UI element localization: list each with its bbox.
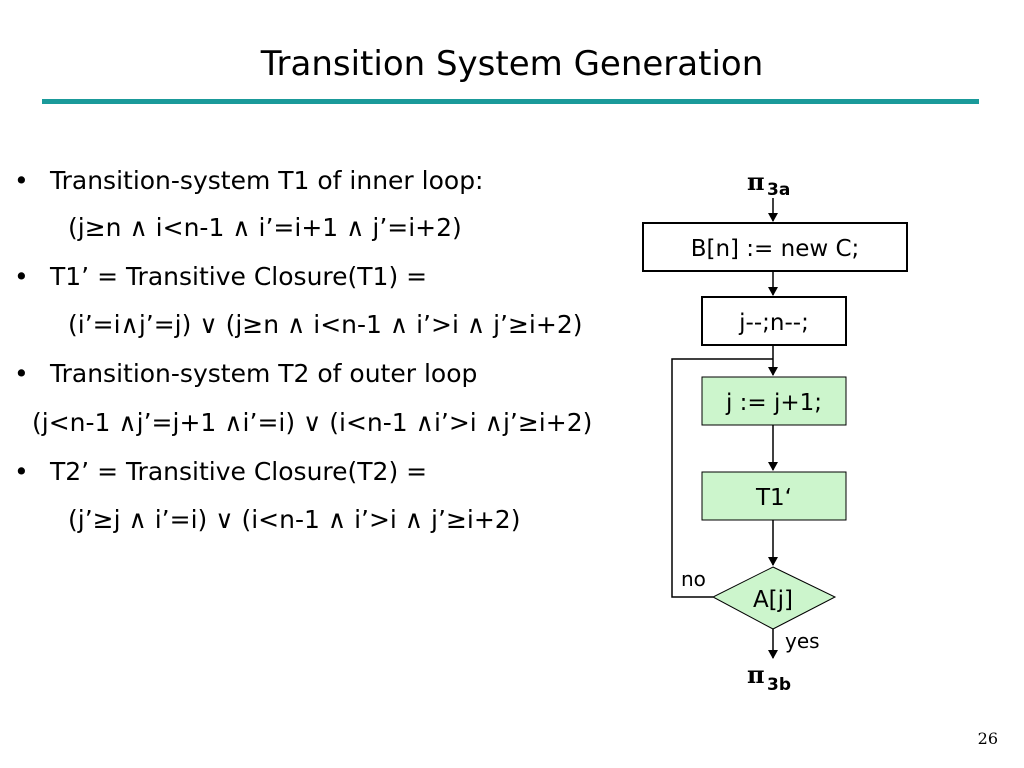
bullet-item-t2-formula: (j<n-1 ∧j’=j+1 ∧i’=i) ∨ (i<n-1 ∧i’>i ∧j’… [32, 408, 593, 437]
box-decrement [701, 296, 847, 346]
bullet-item-t2-heading: Transition-system T2 of outer loop [50, 359, 478, 388]
box-increment [701, 376, 847, 426]
bullet-item-t1-formula: (j≥n ∧ i<n-1 ∧ i’=i+1 ∧ j’=i+2) [68, 213, 462, 242]
box-new-array [642, 222, 908, 272]
exit-label: π 3b [747, 660, 791, 695]
bullet-marker: • [14, 262, 29, 291]
bullet-item-t1-closure-formula: (i’=i∧j’=j) ∨ (j≥n ∧ i<n-1 ∧ i’>i ∧ j’≥i… [68, 310, 583, 339]
entry-pi-subscript: 3a [767, 180, 790, 200]
bullet-item-t2-closure-formula: (j’≥j ∧ i’=i) ∨ (i<n-1 ∧ i’>i ∧ j’≥i+2) [68, 505, 521, 534]
box-t1-closure-label: T1‘ [755, 485, 792, 511]
bullet-item-t2-closure-heading: T2’ = Transitive Closure(T2) = [50, 457, 428, 486]
label-no: no [681, 567, 706, 591]
box-new-array-label: B[n] := new C; [691, 236, 860, 262]
box-t1-closure [701, 471, 847, 521]
box-increment-label: j := j+1; [725, 390, 822, 416]
bullet-item-t1-heading: Transition-system T1 of inner loop: [50, 166, 484, 195]
slide-title: Transition System Generation [260, 44, 764, 84]
box-decrement-label: j--;n--; [738, 310, 809, 336]
page-number: 26 [977, 729, 998, 748]
label-yes: yes [785, 629, 820, 653]
bullet-marker: • [14, 457, 29, 486]
bullet-marker: • [14, 359, 29, 388]
entry-pi-symbol: π [747, 167, 765, 196]
title-underline [42, 99, 979, 104]
exit-pi-subscript: 3b [767, 675, 791, 695]
bullet-item-t1-closure-heading: T1’ = Transitive Closure(T1) = [50, 262, 428, 291]
decision-label: A[j] [753, 587, 793, 613]
entry-label: π 3a [747, 167, 790, 200]
bullet-marker: • [14, 166, 29, 195]
loop-back-edge [671, 358, 773, 598]
exit-pi-symbol: π [747, 660, 765, 689]
